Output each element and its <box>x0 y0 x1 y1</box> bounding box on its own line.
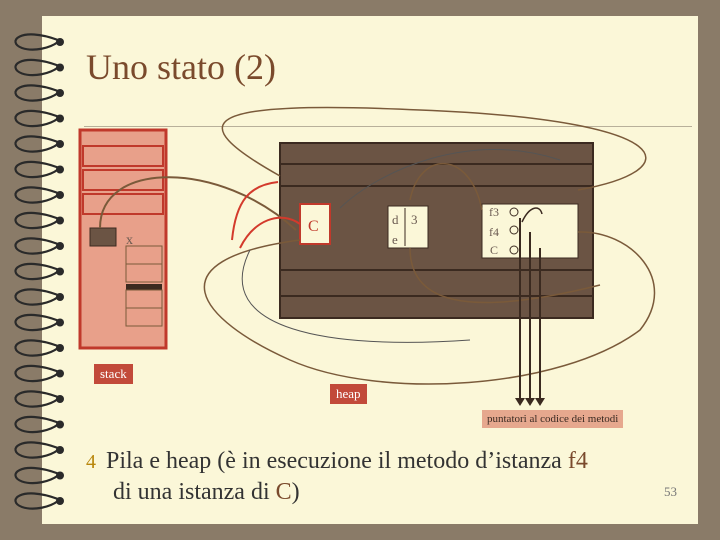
bullet-line2-suffix: ) <box>291 479 300 505</box>
page-number: 53 <box>664 484 677 499</box>
stack-frame-1 <box>82 145 164 167</box>
bullet-method-name: f4 <box>567 448 588 474</box>
stack-label: stack <box>94 364 133 384</box>
title-divider <box>84 126 692 127</box>
stack-frame-2 <box>82 169 164 191</box>
bullet-class-name: C <box>275 479 292 505</box>
stack-frame-3 <box>82 193 164 215</box>
spiral-binding-icon <box>14 33 64 510</box>
arrow-x-to-class <box>99 176 297 231</box>
method-f4-label: f4 <box>489 225 499 239</box>
arrow-object-to-table <box>409 162 483 211</box>
stack-local-5 <box>125 307 163 327</box>
heap-label: heap <box>330 384 367 404</box>
bullet-line1-prefix: Pila e heap (è in esecuzione il metodo d… <box>106 448 568 474</box>
field-d-label: d <box>392 212 399 227</box>
arrow-red-1 <box>231 181 279 241</box>
class-c-label: C <box>308 218 319 235</box>
method-f3-label: f3 <box>489 205 499 219</box>
var-x-label: x <box>126 233 133 248</box>
bullet-line2-prefix: di una istanza di <box>113 479 276 505</box>
stack-local-3 <box>126 284 162 290</box>
bullet-text: 4 Pila e heap (è in esecuzione il metodo … <box>86 446 588 507</box>
arrow-gray-1 <box>339 149 561 209</box>
slide-title: Uno stato (2) <box>86 47 276 87</box>
bullet-icon: 4 <box>86 451 96 473</box>
arrow-loop-left <box>203 231 656 385</box>
stack-slot-pointer <box>89 227 117 247</box>
method-c-label: C <box>490 243 499 257</box>
arrow-object-down <box>409 247 601 304</box>
object-box <box>387 205 429 249</box>
arrow-loop-top <box>221 106 647 191</box>
field-e-label: e <box>392 232 398 247</box>
stack-local-2 <box>125 263 163 283</box>
field-value-label: 3 <box>411 212 418 227</box>
arrow-red-2 <box>239 216 301 249</box>
arrow-gray-2 <box>241 249 471 343</box>
code-pointers-label: puntatori al codice dei metodi <box>482 410 624 428</box>
